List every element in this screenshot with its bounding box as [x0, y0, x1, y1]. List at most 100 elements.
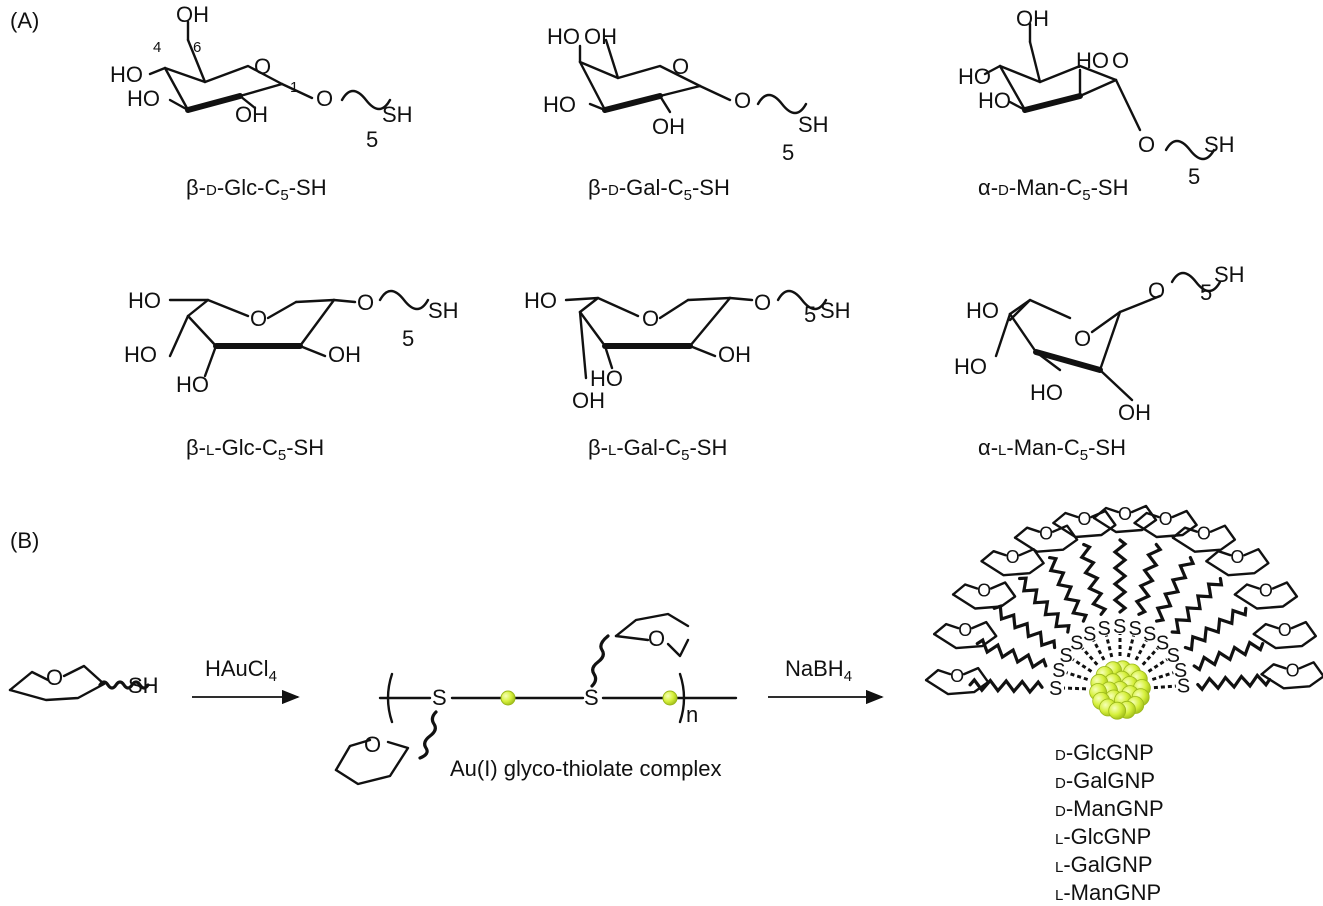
glycosidic-oxygen: O	[734, 88, 751, 113]
thiol-group: SH	[1204, 132, 1235, 157]
glycosidic-oxygen: O	[357, 290, 374, 315]
sugar-ring: O	[1052, 509, 1117, 539]
structure-label-beta-l-gal: β-L-Gal-C5-SH	[588, 435, 727, 464]
sulfur-atom: S	[1177, 676, 1190, 698]
ring-oxygen: O	[1278, 620, 1292, 640]
linker-count: 5	[782, 140, 794, 165]
sugar-ring: O	[933, 620, 998, 650]
alkyl-linker	[968, 677, 1044, 695]
hydroxyl-6: OH	[584, 24, 617, 49]
position-1-label: 1	[290, 79, 298, 96]
hydroxyl-2: OH	[652, 114, 685, 139]
sugar-ring: O	[924, 666, 990, 696]
ring-oxygen: O	[46, 665, 63, 690]
hydroxyl-4: HO	[954, 354, 987, 379]
thiol-group: SH	[382, 102, 413, 127]
sugar-ring: O	[1233, 581, 1299, 610]
ring-oxygen: O	[1074, 326, 1091, 351]
sulfur-atom: S	[1059, 645, 1072, 667]
hydroxyl-3: HO	[1030, 380, 1063, 405]
sulfur-atom: S	[1049, 678, 1062, 700]
ring-oxygen: O	[642, 306, 659, 331]
structure-label-beta-l-glc: β-L-Glc-C5-SH	[186, 435, 324, 464]
structure-beta-l-gal: HO O HO OH OH O SH 5 β-L-Gal-C5-SH	[524, 288, 851, 464]
linker-count: 5	[1200, 280, 1212, 305]
reaction-arrow-2: NaBH4	[768, 656, 884, 705]
sulfur-atom: S	[1143, 623, 1156, 645]
s-au-bond	[1066, 671, 1089, 681]
alkyl-linker	[1112, 538, 1128, 614]
sulfur-atom: S	[1070, 632, 1083, 654]
hydroxyl-3: HO	[127, 86, 160, 111]
sulfur-atom: S	[1156, 632, 1169, 654]
sulfur-atom: S	[1128, 618, 1141, 640]
s-au-bond	[1153, 684, 1176, 690]
ring-oxygen: O	[254, 54, 271, 79]
ring-oxygen: O	[958, 620, 972, 640]
product-item: L-GlcGNP	[1055, 824, 1151, 849]
sulfur-atom: S	[1113, 616, 1126, 638]
sugar-ring: O	[1171, 524, 1237, 553]
sulfur-atom: S	[1167, 645, 1180, 667]
ring-oxygen: O	[1039, 524, 1053, 544]
structure-label-beta-d-gal: β-D-Gal-C5-SH	[588, 175, 730, 204]
panel-a-label: (A)	[10, 8, 39, 33]
glycosidic-oxygen: O	[754, 290, 771, 315]
glycosidic-oxygen: O	[1138, 132, 1155, 157]
hydroxyl-6: HO	[128, 288, 161, 313]
sugar-ring: O	[980, 547, 1045, 577]
hydroxyl-6: OH	[1016, 6, 1049, 31]
structure-label-beta-d-glc: β-D-Glc-C5-SH	[186, 175, 327, 204]
linker-count: 5	[1188, 164, 1200, 189]
reagent-nabh4: NaBH4	[785, 656, 852, 685]
structure-label-alpha-d-man: α-D-Man-C5-SH	[978, 175, 1128, 204]
ring-oxygen: O	[1118, 504, 1132, 524]
alkyl-linker	[1192, 640, 1265, 672]
hydroxyl-4: HO	[124, 342, 157, 367]
s-au-bond	[1151, 671, 1174, 681]
gold-atom	[1108, 701, 1127, 720]
sugar-ring: O	[1260, 660, 1323, 690]
hydroxyl-3: HO	[543, 92, 576, 117]
hydroxyl-4: OH	[572, 388, 605, 413]
sulfur-atom: S	[1174, 660, 1187, 682]
hydroxyl-2: OH	[1118, 400, 1151, 425]
thiol-group: SH	[798, 112, 829, 137]
alkyl-linker	[1183, 606, 1248, 652]
sugar-ring: O	[1205, 547, 1270, 577]
hydroxyl-6: OH	[176, 2, 209, 27]
sulfur-atom: S	[1052, 660, 1065, 682]
s-au-bond	[1081, 647, 1099, 666]
product-item: D-GalGNP	[1055, 768, 1155, 793]
alkyl-linker	[992, 604, 1057, 650]
s-au-bond	[1147, 658, 1168, 673]
position-6-label: 6	[193, 39, 201, 56]
hydroxyl-3: HO	[590, 366, 623, 391]
linker-count: 5	[402, 326, 414, 351]
alkyl-linker	[1170, 576, 1224, 635]
sugar-ring: O	[951, 581, 1017, 610]
ring-oxygen: O	[1197, 524, 1211, 544]
thiol-group: SH	[1214, 262, 1245, 287]
hydroxyl-2: HO	[1076, 48, 1109, 73]
sulfur-atom: S	[432, 685, 447, 710]
sulfur-atom: S	[584, 685, 599, 710]
glycothiol-reactant: O SH	[8, 664, 159, 702]
glycosidic-oxygen: O	[1148, 278, 1165, 303]
alkyl-linker	[1134, 542, 1163, 616]
s-au-bond	[1141, 647, 1159, 666]
alkyl-linker	[1196, 672, 1272, 692]
alkyl-linker	[1048, 556, 1089, 623]
sulfur-atom: S	[1083, 623, 1096, 645]
structure-alpha-d-man: OH HO O HO HO O SH 5 α-D-Man-C5-SH	[958, 6, 1235, 204]
product-item: L-ManGNP	[1055, 880, 1161, 905]
ring-oxygen: O	[672, 54, 689, 79]
hydroxyl-2: OH	[328, 342, 361, 367]
sulfur-atom: S	[1098, 618, 1111, 640]
hydroxyl-2: OH	[235, 102, 268, 127]
ring-oxygen: O	[950, 666, 964, 686]
ring-oxygen: O	[364, 732, 381, 757]
hydroxyl-2: OH	[718, 342, 751, 367]
repeat-n: n	[686, 702, 698, 727]
